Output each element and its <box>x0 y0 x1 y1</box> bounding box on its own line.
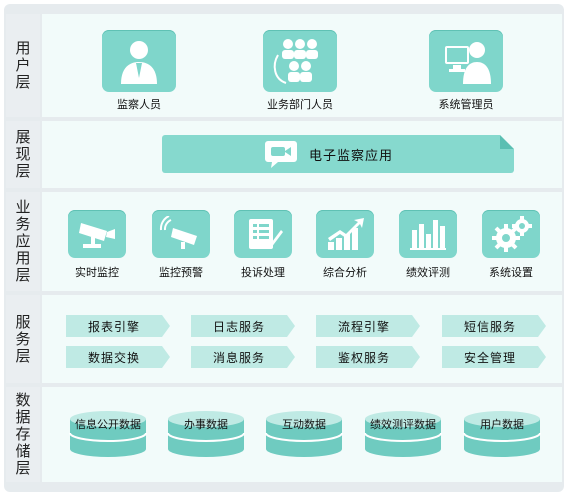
database-cylinder: 办事数据 <box>166 409 246 459</box>
business-item-label: 综合分析 <box>323 266 367 279</box>
person-suit-icon <box>102 30 176 92</box>
data-layer-body: 信息公开数据 办事数据 互动数据 绩效测评数据 用户数据 <box>42 387 562 482</box>
user-item-label: 系统管理员 <box>438 98 494 111</box>
business-item-label: 监控预警 <box>159 266 203 279</box>
database-label: 绩效测评数据 <box>370 418 436 431</box>
group-icon <box>263 30 337 92</box>
user-layer: 用户层 监察人员 业务部门人员 系统管理员 <box>6 14 562 117</box>
user-item-label: 业务部门人员 <box>267 98 333 111</box>
user-layer-body: 监察人员 业务部门人员 系统管理员 <box>42 14 562 117</box>
presentation-layer-body: 电子监察应用 <box>42 121 562 188</box>
business-item-label: 实时监控 <box>75 266 119 279</box>
user-item-label: 监察人员 <box>117 98 161 111</box>
layer-label-data: 数据存储层 <box>6 387 40 482</box>
data-storage-layer: 数据存储层 信息公开数据 办事数据 互动数据 绩效测评数据 用户数据 <box>6 387 562 482</box>
service-tag: 消息服务 <box>191 346 295 368</box>
camera-chat-icon <box>265 141 297 168</box>
database-label: 信息公开数据 <box>75 418 141 431</box>
database-cylinder: 信息公开数据 <box>68 409 148 459</box>
form-pen-icon <box>234 210 292 258</box>
service-tag: 鉴权服务 <box>316 346 420 368</box>
database-label: 用户数据 <box>480 418 524 431</box>
layer-label-service: 服务层 <box>6 295 40 383</box>
bar-chart-icon <box>399 210 457 258</box>
layer-label-presentation: 展现层 <box>6 121 40 188</box>
service-tag: 安全管理 <box>442 346 546 368</box>
business-item-label: 绩效评测 <box>406 266 450 279</box>
layer-divider <box>6 117 562 121</box>
service-tag: 日志服务 <box>191 315 295 337</box>
business-layer-body: 实时监控 监控预警 投诉处理 综合分析 绩效评测 系统设置 <box>42 192 562 291</box>
layer-divider <box>6 383 562 387</box>
cctv-camera-icon <box>68 210 126 258</box>
business-layer: 业务应用层 实时监控 监控预警 投诉处理 综合分析 绩效评测 系统设置 <box>6 192 562 291</box>
presentation-layer: 展现层 电子监察应用 <box>6 121 562 188</box>
app-title: 电子监察应用 <box>309 149 394 164</box>
business-item-label: 投诉处理 <box>241 266 285 279</box>
database-cylinder: 互动数据 <box>264 409 344 459</box>
service-tag: 流程引擎 <box>316 315 420 337</box>
service-layer: 服务层 报表引擎 日志服务 流程引擎 短信服务 数据交换 消息服务 鉴权服务 安… <box>6 295 562 383</box>
database-label: 互动数据 <box>282 418 326 431</box>
business-item-label: 系统设置 <box>489 266 533 279</box>
admin-computer-icon <box>429 30 503 92</box>
folded-corner <box>500 135 514 149</box>
database-cylinder: 绩效测评数据 <box>363 409 443 459</box>
service-layer-body: 报表引擎 日志服务 流程引擎 短信服务 数据交换 消息服务 鉴权服务 安全管理 <box>42 295 562 383</box>
layer-label-business: 业务应用层 <box>6 192 40 291</box>
service-tag: 数据交换 <box>66 346 170 368</box>
service-tag: 短信服务 <box>442 315 546 337</box>
database-label: 办事数据 <box>184 418 228 431</box>
layer-divider <box>6 188 562 192</box>
service-tag: 报表引擎 <box>66 315 170 337</box>
alert-camera-icon <box>152 210 210 258</box>
growth-chart-icon <box>316 210 374 258</box>
electronic-supervision-app: 电子监察应用 <box>162 135 514 173</box>
database-cylinder: 用户数据 <box>462 409 542 459</box>
gears-icon <box>482 210 540 258</box>
layer-divider <box>6 291 562 295</box>
layer-label-user: 用户层 <box>6 14 40 117</box>
